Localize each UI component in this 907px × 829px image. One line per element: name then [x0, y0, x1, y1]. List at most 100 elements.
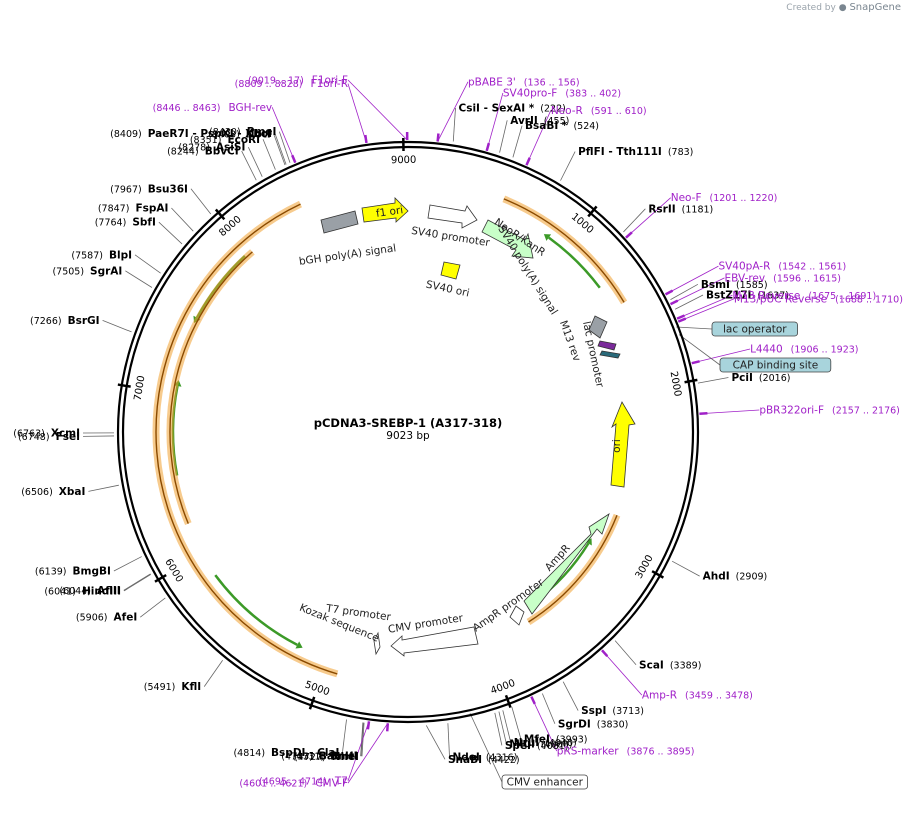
restriction-site-name: AflII	[97, 585, 121, 597]
restriction-site-name: SpeI	[505, 740, 531, 752]
cmv-promoter-arrow	[390, 626, 479, 657]
primer-position: (383 .. 402)	[565, 89, 621, 100]
site-leader-line	[623, 208, 646, 233]
bgh-polya-box	[320, 210, 359, 234]
restriction-site-name: BsrGI	[68, 315, 100, 327]
primer-binding-mark	[366, 721, 371, 730]
boxed-feature-label: CAP binding site	[733, 360, 819, 372]
primer-position: (2157 .. 2176)	[832, 406, 900, 417]
primer-position: (1596 .. 1615)	[773, 273, 841, 284]
restriction-site-position: (4081)	[537, 741, 569, 752]
primer-name: EBV-rev	[724, 272, 765, 284]
tick-mark	[651, 570, 665, 579]
f1-ori-arrow	[361, 197, 409, 223]
primer-leader-line	[601, 649, 643, 696]
restriction-site-position: (6506)	[21, 487, 53, 498]
restriction-site-name: FseI	[56, 431, 80, 443]
sv40-ori-box	[440, 261, 461, 280]
site-leader-line	[511, 706, 522, 739]
restriction-site-name: XbaI	[59, 486, 86, 498]
site-leader-line	[158, 221, 183, 245]
restriction-site-position: (783)	[668, 147, 694, 158]
primer-name: Neo-F	[671, 192, 702, 204]
restriction-site-position: (6044)	[59, 586, 91, 597]
site-leader-line	[139, 597, 166, 618]
restriction-site-position: (1585)	[736, 280, 768, 291]
restriction-site-name: NdeI	[453, 751, 480, 763]
restriction-site-position: (8351)	[190, 135, 222, 146]
orf-arc-4	[526, 513, 621, 625]
restriction-site-name: XcmI	[51, 427, 80, 439]
restriction-site-position: (4040)	[545, 738, 577, 749]
primer-binding-mark	[664, 289, 674, 296]
restriction-site-position: (1637)	[757, 291, 789, 302]
orf-arc-4-core	[528, 514, 618, 623]
orf-arc-3-core	[169, 251, 253, 524]
restriction-site-position: (4422)	[488, 755, 520, 766]
primer-binding-mark	[691, 360, 700, 365]
restriction-site-position: (3993)	[556, 734, 588, 745]
restriction-site-position: (2909)	[736, 572, 768, 583]
primer-leader-line	[347, 721, 370, 781]
restriction-site-name: SgrAI	[90, 265, 122, 277]
tick-mark	[504, 694, 512, 708]
tick-label: 7000	[133, 375, 148, 402]
restriction-site-position: (7847)	[98, 203, 130, 214]
backbone-outer-circle	[116, 140, 700, 724]
restriction-site-name: SnaBI	[448, 754, 482, 766]
restriction-site-position: (8409)	[110, 129, 142, 140]
restriction-site-name: AhdI	[703, 571, 730, 583]
primer-position: (4695 .. 4714)	[259, 776, 327, 787]
orf-arc-2	[152, 200, 339, 678]
site-leader-line	[123, 573, 151, 591]
restriction-site-name: BstZ17I	[706, 290, 751, 302]
restriction-site-name: BsmI	[701, 279, 730, 291]
primer-binding-mark	[385, 723, 390, 732]
primer-position: (1542 .. 1561)	[778, 262, 846, 273]
restriction-site-name: NheI	[332, 751, 359, 763]
primer-position: (3459 .. 3478)	[685, 691, 753, 702]
site-leader-line	[697, 377, 729, 384]
plasmid-length: 9023 bp	[386, 430, 430, 442]
site-leader-line	[342, 719, 347, 753]
primer-name: F1ori-F	[312, 75, 348, 87]
site-leader-line	[134, 254, 161, 274]
restriction-site-position: (5906)	[76, 613, 108, 624]
orf-arc-3	[166, 249, 255, 525]
site-leader-line	[494, 712, 503, 746]
primer-name: BGH-rev	[229, 102, 273, 114]
primer-binding-mark	[525, 157, 531, 166]
primer-position: (8446 .. 8463)	[153, 103, 221, 114]
primer-binding-mark	[676, 314, 685, 320]
primer-leader-line	[347, 723, 389, 784]
primer-name: M13/pUC Reverse	[734, 293, 827, 305]
primer-position: (591 .. 610)	[591, 106, 647, 117]
restriction-site-name: CsiI - SexAI *	[459, 102, 535, 114]
primer-leader-line	[625, 197, 671, 238]
primer-binding-mark	[669, 299, 679, 306]
plasmid-name: pCDNA3-SREBP-1 (A317-318)	[314, 416, 502, 430]
site-leader-line	[102, 319, 132, 333]
restriction-site-name: AvrII	[510, 115, 538, 127]
tick-mark	[587, 205, 598, 218]
primer-name: F1ori-R	[311, 78, 348, 90]
site-leader-line	[190, 188, 212, 215]
feature-leader-line	[678, 334, 721, 366]
tick-mark	[214, 208, 226, 221]
ampr-promoter-arrow	[509, 605, 525, 626]
credit: Created by ● SnapGene	[786, 2, 901, 13]
restriction-site-position: (222)	[540, 103, 566, 114]
primer-name: pBABE 3'	[468, 76, 516, 88]
tick-label: 5000	[303, 679, 331, 698]
restriction-site-name: BmgBI	[73, 565, 111, 577]
site-leader-line	[674, 294, 704, 310]
site-leader-line	[278, 131, 291, 163]
primer-name: SV40pA-R	[718, 261, 770, 273]
site-leader-line	[171, 207, 194, 232]
restriction-site-name: PmeI	[247, 126, 277, 138]
site-leader-line	[113, 556, 142, 572]
primer-leader-line	[691, 348, 751, 364]
primer-position: (1675 .. 1691)	[808, 291, 876, 302]
restriction-site-position: (5491)	[144, 682, 176, 693]
restriction-site-name: BamHI	[319, 751, 358, 763]
